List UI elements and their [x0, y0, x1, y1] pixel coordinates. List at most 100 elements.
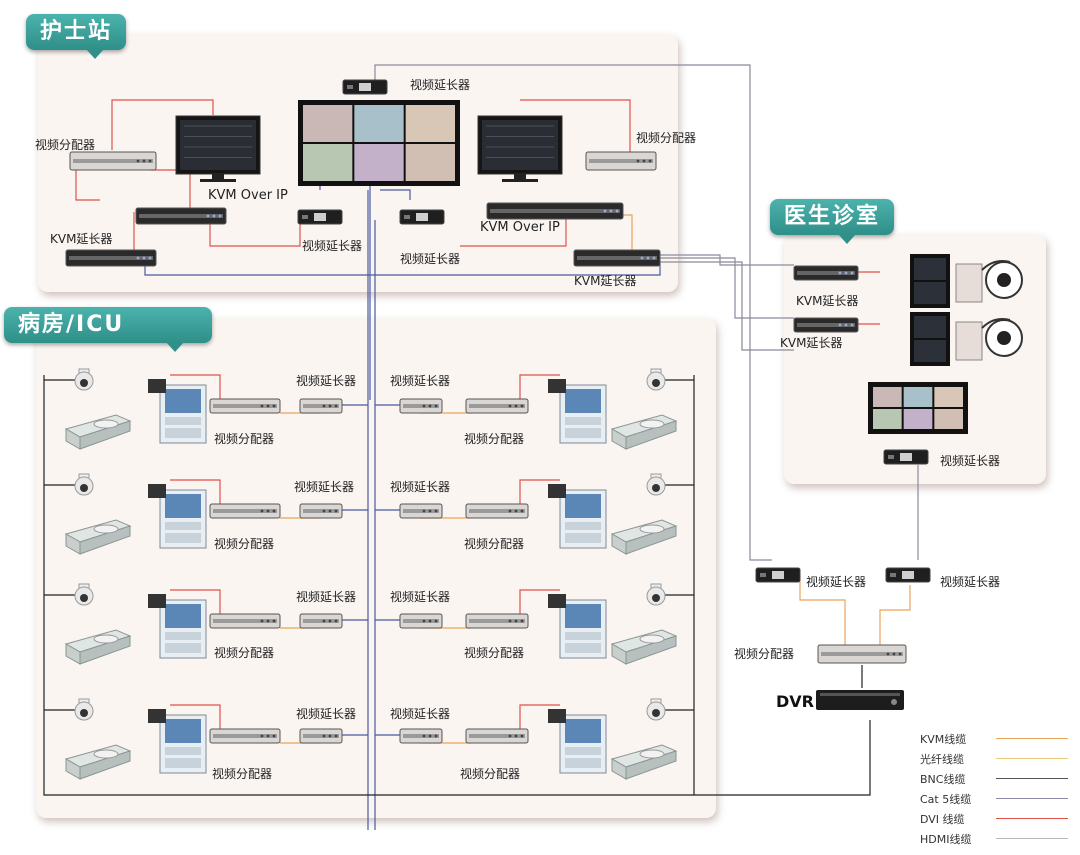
legend-swatch-cat5: [996, 798, 1068, 799]
label-kvm-over-ip-right: KVM Over IP: [480, 220, 560, 235]
patient-monitor-icon: [148, 594, 207, 659]
legend-row-cat5: Cat 5线缆: [920, 791, 1070, 806]
legend-swatch-dvi: [996, 818, 1068, 819]
extender-box-icon: [399, 398, 443, 414]
extender-box-icon: [297, 209, 343, 225]
extender-box-icon: [399, 503, 443, 519]
label-doctor-extender: 视频延长器: [940, 454, 1001, 468]
cat5-cable: [380, 189, 411, 200]
cat5-cable: [144, 262, 661, 276]
label-ward-l3-extender: 视频延长器: [296, 590, 357, 604]
label-ward-l2-splitter: 视频分配器: [214, 537, 275, 551]
extender-box-icon: [755, 567, 801, 583]
kvm-switch-icon: [486, 202, 624, 220]
cat5-cable: [660, 257, 794, 319]
video-wall-icon: [868, 382, 968, 434]
extender-box-icon: [299, 398, 343, 414]
patient-monitor-icon: [548, 379, 607, 444]
label-dvr-extender-right: 视频延长器: [940, 575, 1001, 589]
patient-monitor-icon: [548, 484, 607, 549]
patient-monitor-icon: [148, 484, 207, 549]
splitter-box-icon: [465, 503, 529, 519]
dvi-cable: [170, 589, 221, 614]
label-ward-r2-extender: 视频延长器: [390, 480, 451, 494]
patient-monitor-icon: [148, 709, 207, 774]
patient-monitor-icon: [548, 594, 607, 659]
hospital-bed-icon: [64, 519, 132, 555]
extender-box-icon: [65, 249, 157, 267]
doctor-workstation-icon: [910, 312, 1023, 366]
label-ward-r3-splitter: 视频分配器: [464, 646, 525, 660]
patient-monitor-icon: [548, 709, 607, 774]
label-ward-l2-extender: 视频延长器: [294, 480, 355, 494]
label-doctor-kvm-extender-1: KVM延长器: [796, 294, 859, 308]
monitor-icon: [477, 115, 563, 182]
monitor-icon: [175, 115, 261, 182]
extender-box-icon: [883, 449, 929, 465]
label-nurse-kvm-extender-right: KVM延长器: [574, 274, 637, 288]
legend-label-fiber: 光纤线缆: [920, 753, 964, 766]
dvi-cable: [460, 218, 567, 247]
legend-row-kvm: KVM线缆: [920, 731, 1070, 746]
legend-swatch-bnc: [996, 778, 1068, 779]
dome-camera-icon: [646, 368, 666, 391]
dvi-cable: [170, 479, 221, 504]
video-wall-icon: [298, 100, 460, 186]
label-dvr-extender-left: 视频延长器: [806, 575, 867, 589]
nurse-station-tag: 护士站: [26, 14, 127, 59]
dome-camera-icon: [646, 583, 666, 606]
splitter-box-icon: [69, 151, 157, 171]
dome-camera-icon: [646, 698, 666, 721]
dvi-cable: [519, 374, 560, 399]
splitter-box-icon: [209, 728, 281, 744]
splitter-box-icon: [465, 398, 529, 414]
legend-row-dvi: DVI 线缆: [920, 811, 1070, 826]
label-ward-r1-extender: 视频延长器: [390, 374, 451, 388]
legend-row-fiber: 光纤线缆: [920, 751, 1070, 766]
extender-box-icon: [885, 567, 931, 583]
label-ward-l4-splitter: 视频分配器: [212, 767, 273, 781]
label-ward-r3-extender: 视频延长器: [390, 590, 451, 604]
hospital-bed-icon: [610, 744, 678, 780]
label-nurse-kvm-extender-left: KVM延长器: [50, 232, 113, 246]
dvi-cable: [519, 589, 560, 614]
dome-camera-icon: [646, 473, 666, 496]
hospital-bed-icon: [610, 414, 678, 450]
dvi-cable: [75, 165, 100, 201]
extender-box-icon: [793, 317, 859, 333]
cat5-cable: [660, 261, 794, 351]
label-ward-l3-splitter: 视频分配器: [214, 646, 275, 660]
dvi-cable: [209, 218, 301, 247]
dvi-cable: [519, 704, 560, 729]
label-dvr: DVR: [776, 692, 814, 711]
label-nurse-extender-mid-right: 视频延长器: [400, 252, 461, 266]
patient-monitor-icon: [148, 379, 207, 444]
dome-camera-icon: [74, 473, 94, 496]
hospital-bed-icon: [610, 519, 678, 555]
extender-box-icon: [399, 728, 443, 744]
dvr-recorder-icon: [816, 690, 904, 710]
label-nurse-extender-top: 视频延长器: [410, 78, 471, 92]
label-nurse-splitter-left: 视频分配器: [35, 138, 96, 152]
extender-box-icon: [399, 209, 445, 225]
label-doctor-kvm-extender-2: KVM延长器: [780, 336, 843, 350]
dvi-cable: [170, 704, 221, 729]
label-ward-r1-splitter: 视频分配器: [464, 432, 525, 446]
doctor-workstation-icon: [910, 254, 1023, 308]
hospital-bed-icon: [610, 629, 678, 665]
dvi-cable: [170, 374, 221, 399]
extender-box-icon: [399, 613, 443, 629]
legend-swatch-kvm: [996, 738, 1068, 739]
doctor-office-tag: 医生诊室: [770, 199, 895, 244]
cat5-cable: [374, 64, 772, 561]
hospital-bed-icon: [64, 629, 132, 665]
legend-label-hdmi: HDMI线缆: [920, 833, 972, 846]
label-ward-l1-splitter: 视频分配器: [214, 432, 275, 446]
label-kvm-over-ip-left: KVM Over IP: [208, 188, 288, 203]
label-dvr-splitter: 视频分配器: [734, 647, 795, 661]
dvi-cable: [519, 479, 560, 504]
label-ward-r4-splitter: 视频分配器: [460, 767, 521, 781]
legend-swatch-hdmi: [996, 838, 1068, 839]
hospital-bed-icon: [64, 414, 132, 450]
